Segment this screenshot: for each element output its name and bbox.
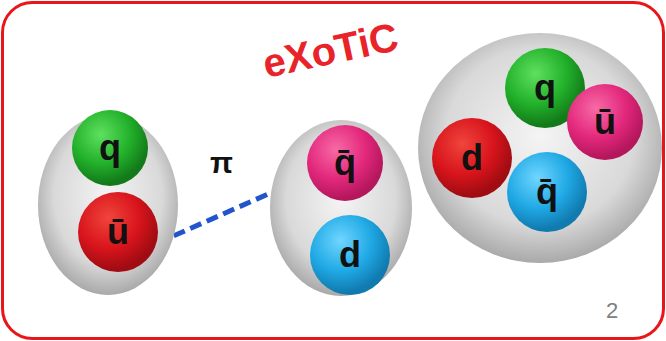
shape-fill (310, 215, 390, 295)
quark-circle: d (432, 118, 512, 198)
quark-circle: d (310, 215, 390, 295)
quark-label: q̄ (536, 174, 558, 210)
shape-fill (38, 115, 178, 295)
quark-label: d (461, 140, 483, 176)
slide-border (3, 3, 664, 339)
shape-fill (507, 152, 587, 232)
quark-label: d (339, 237, 361, 273)
shape-fill (72, 110, 148, 186)
quark-circle: q (72, 110, 148, 186)
shape-fill (78, 192, 158, 272)
quark-label: ū (107, 214, 129, 250)
quark-label: q (534, 70, 556, 106)
quark-label: q (99, 130, 121, 166)
shape-fill (567, 84, 643, 160)
hadron-ellipse: qū (38, 115, 178, 295)
edge-label: π (210, 146, 233, 180)
hadron-ellipse: q̄ d (270, 120, 412, 296)
quark-circle: ū (78, 192, 158, 272)
quark-label: q̄ (334, 145, 356, 181)
shape-fill (307, 125, 383, 201)
quark-circle: q̄ (507, 152, 587, 232)
shape-fill (418, 33, 662, 263)
quark-label: ū (594, 104, 616, 140)
quark-circle: q̄ (307, 125, 383, 201)
slide-title: eXoTiC (259, 14, 402, 87)
page-number: 2 (606, 298, 618, 324)
hadron-ellipse: q ū d q̄ (418, 33, 662, 263)
quark-circle: ū (567, 84, 643, 160)
shape-fill (432, 118, 512, 198)
shape-fill (270, 120, 412, 296)
pion-exchange-line (174, 193, 271, 236)
